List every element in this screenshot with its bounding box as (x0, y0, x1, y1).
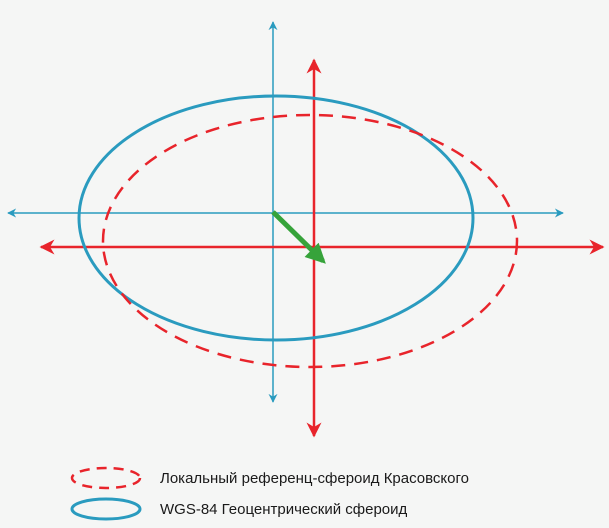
center-shift-vector (271, 210, 326, 264)
legend-geocentric-label: WGS-84 Геоцентрический сфероид (160, 501, 408, 518)
legend-local-swatch (70, 466, 142, 490)
legend-geocentric-swatch (70, 497, 142, 521)
legend: Локальный референц-сфероид Красовского W… (70, 466, 469, 521)
geocentric-spheroid (77, 94, 475, 342)
local-spheroid (101, 113, 519, 369)
legend-local-label: Локальный референц-сфероид Красовского (160, 470, 469, 487)
